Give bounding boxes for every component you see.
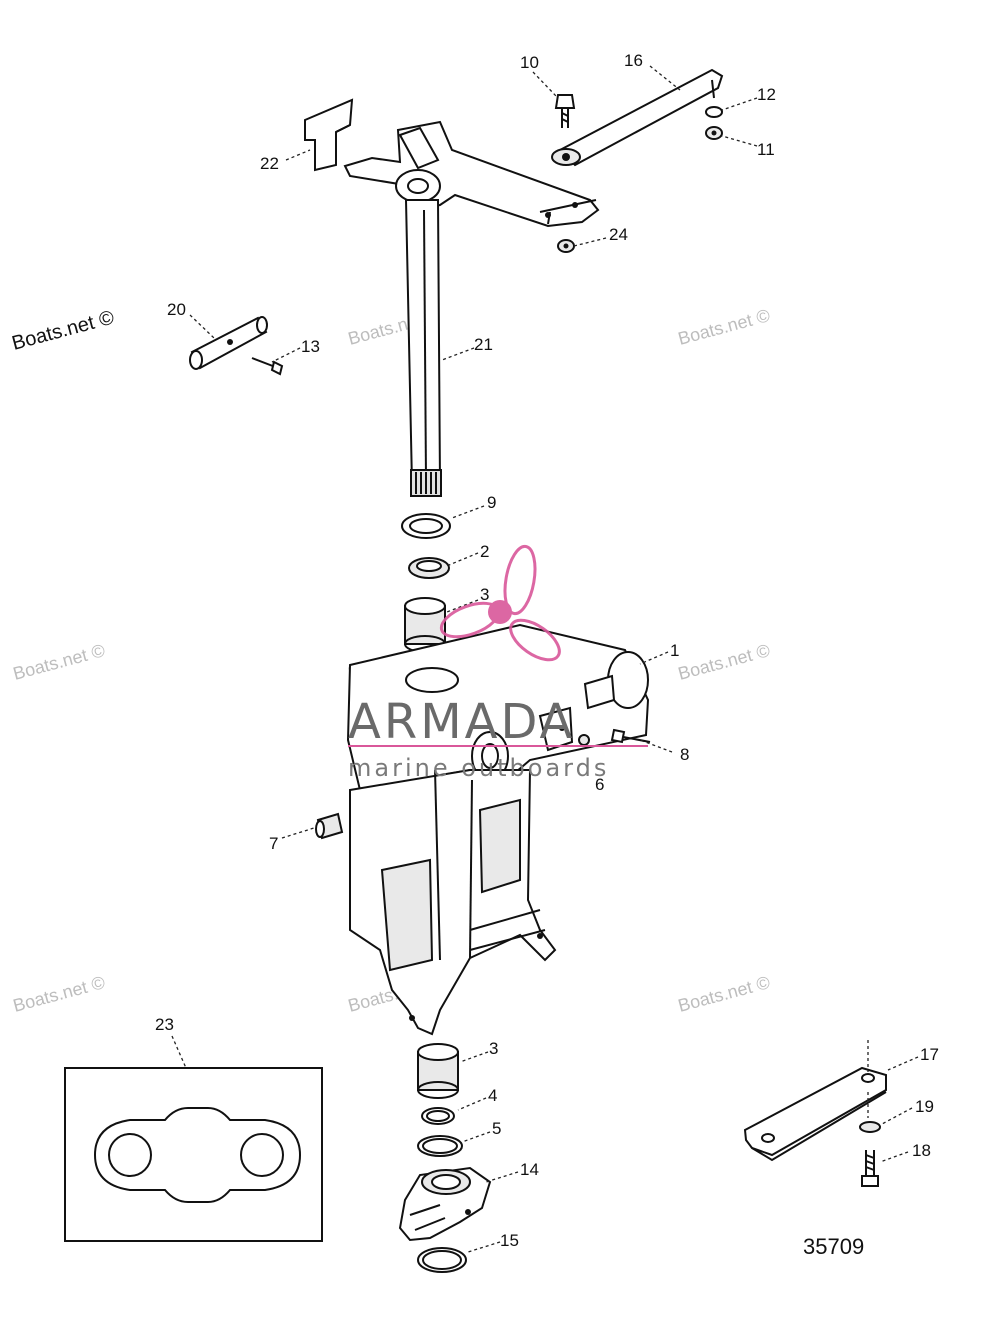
propeller-icon (439, 544, 561, 662)
callout-1: 1 (670, 641, 679, 660)
figure-number: 35709 (803, 1234, 864, 1259)
brand-name: ARMADA (348, 694, 575, 750)
part-17-plate (743, 1040, 887, 1162)
callout-24: 24 (609, 225, 628, 244)
part-1-swivel-bracket (346, 623, 650, 1036)
watermark-text: Boats.net © (676, 972, 772, 1016)
callout-8: 8 (680, 745, 689, 764)
callout-5: 5 (492, 1119, 501, 1138)
part-18-bolt (861, 1150, 879, 1187)
part-15-ring (417, 1247, 467, 1273)
part-21-steering-arm-shaft (343, 120, 600, 497)
part-7-plug (315, 812, 344, 840)
part-5-ring (417, 1135, 463, 1157)
callout-3: 3 (480, 585, 489, 604)
callout-11: 11 (757, 140, 775, 159)
callout-18: 18 (912, 1141, 931, 1160)
callout-9: 9 (487, 493, 496, 512)
watermark-text: Boats.net © (676, 640, 772, 684)
watermark-text: Boats.net © (11, 972, 107, 1016)
callout-2: 2 (480, 542, 489, 561)
watermark-text: Boats.net © (676, 305, 772, 349)
callout-16: 16 (624, 51, 643, 70)
part-20-pin (189, 316, 268, 370)
callout-21: 21 (474, 335, 493, 354)
callout-7: 7 (269, 834, 278, 853)
boats-net-watermark: Boats.net © (10, 306, 117, 354)
callout-14: 14 (520, 1160, 539, 1179)
part-11-12-nut-washer (705, 106, 723, 140)
part-6-fitting (578, 734, 590, 746)
callout-3: 3 (489, 1039, 498, 1058)
part-22-bracket (304, 98, 354, 172)
callout-13: 13 (301, 337, 320, 356)
callout-6: 6 (595, 775, 604, 794)
callout-17: 17 (920, 1045, 939, 1064)
watermark-text: Boats.net © (11, 640, 107, 684)
callout-4: 4 (488, 1086, 497, 1105)
part-9-washer (401, 513, 451, 539)
part-10-bolt (554, 94, 576, 128)
part-8-screw (610, 728, 651, 744)
callout-23: 23 (155, 1015, 174, 1034)
part-14-yoke (398, 1166, 492, 1242)
leader-lines (171, 65, 919, 1253)
callout-19: 19 (915, 1097, 934, 1116)
part-13-pin (251, 357, 284, 376)
callout-10: 10 (520, 53, 539, 72)
brand-tagline: marine outboards (348, 754, 609, 782)
part-4-ring (421, 1107, 455, 1125)
callout-12: 12 (757, 85, 776, 104)
part-19-washer (859, 1121, 881, 1133)
part-2-seal (408, 557, 450, 579)
callout-labels: 10 16 12 11 24 22 20 13 21 9 2 3 1 8 6 7… (155, 51, 939, 1250)
callout-15: 15 (500, 1231, 519, 1250)
part-16-link-rod (551, 68, 724, 167)
part-3-bushing-lower (417, 1043, 459, 1099)
part-24-nut (557, 239, 575, 253)
part-23-gasket (64, 1067, 323, 1242)
callout-22: 22 (260, 154, 279, 173)
armada-logo: ARMADA marine outboards (348, 544, 648, 782)
callout-20: 20 (167, 300, 186, 319)
